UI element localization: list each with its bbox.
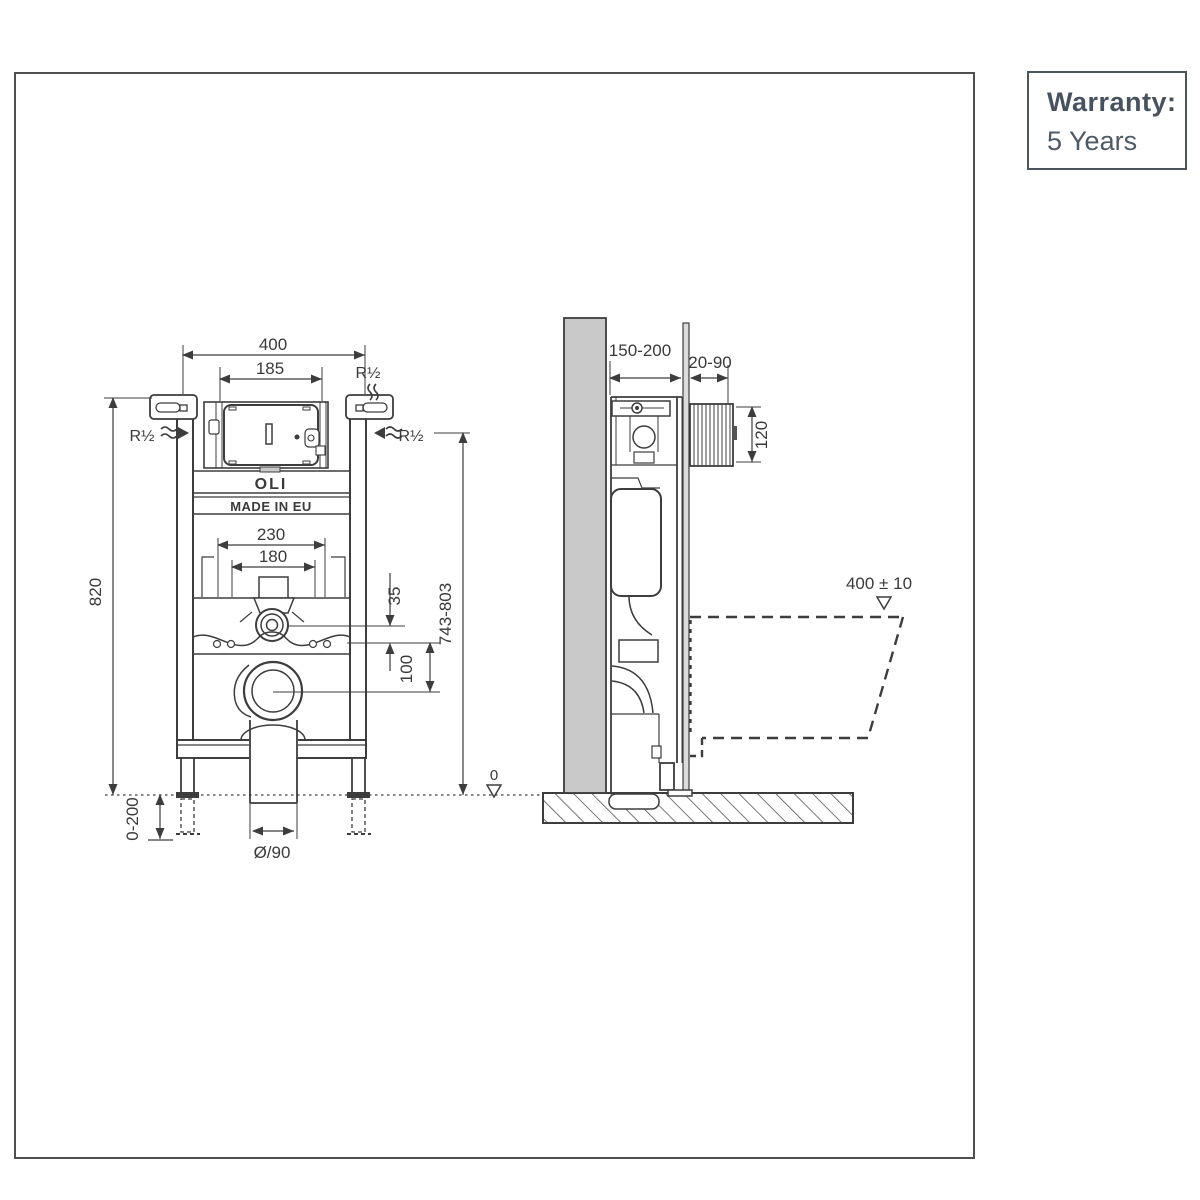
flush-bend bbox=[611, 665, 654, 714]
supply-top-label: R½ bbox=[356, 365, 381, 382]
waste-outlet-side bbox=[608, 793, 660, 810]
finished-wall-board bbox=[682, 322, 690, 792]
front-view: OLI MADE IN EU bbox=[86, 335, 543, 862]
dim-150-200-label: 150-200 bbox=[609, 341, 671, 360]
dimension-frame-depth: 150-200 bbox=[609, 341, 681, 395]
plate-dot bbox=[294, 434, 300, 440]
floor-datum: 0 bbox=[485, 767, 503, 799]
plate-slot bbox=[265, 423, 273, 445]
arrow-right-icon bbox=[178, 427, 189, 439]
dim-35-label: 35 bbox=[385, 587, 404, 606]
dim-185-label: 185 bbox=[256, 359, 284, 378]
dimension-foot-adjust: 0-200 bbox=[123, 794, 173, 841]
dimension-wall-finish: 20-90 bbox=[688, 353, 732, 403]
dimension-plate-box-height: 120 bbox=[736, 406, 771, 463]
warranty-label: Warranty: bbox=[1047, 87, 1177, 117]
dimension-plate-width: 185 bbox=[219, 359, 323, 401]
water-supply-left: R½ bbox=[130, 426, 189, 445]
water-supply-right: R½ bbox=[374, 426, 424, 445]
floor-slab bbox=[542, 792, 854, 824]
dimension-outlet-diameter: Ø/90 bbox=[249, 803, 298, 862]
fill-valve bbox=[632, 425, 656, 449]
side-view: 150-200 20-90 120 400 ± 10 bbox=[542, 317, 912, 824]
flush-plate-access-box bbox=[203, 401, 329, 473]
frame-side-profile bbox=[608, 396, 693, 810]
waste-pipe bbox=[249, 720, 298, 804]
arrow-left-icon bbox=[374, 427, 385, 439]
rear-foot bbox=[659, 762, 675, 791]
dimension-fixing-outer: 230 bbox=[217, 525, 326, 597]
technical-drawing: OLI MADE IN EU bbox=[86, 317, 912, 862]
water-supply-top: R½ bbox=[356, 365, 381, 401]
supply-right-label: R½ bbox=[399, 428, 424, 445]
cistern-outline bbox=[201, 556, 346, 597]
dimension-flush-pipe-height: 743-803 bbox=[434, 432, 470, 795]
datum-triangle-icon bbox=[875, 596, 893, 611]
dimension-outlet-offset: 100 bbox=[273, 642, 440, 693]
warranty-box: Warranty: 5 Years bbox=[1027, 71, 1187, 170]
drawing-panel: OLI MADE IN EU bbox=[14, 72, 975, 1159]
made-in-label: MADE IN EU bbox=[230, 499, 312, 514]
supply-left-label: R½ bbox=[130, 428, 155, 445]
dim-20-90-label: 20-90 bbox=[688, 353, 731, 372]
dim-230-label: 230 bbox=[257, 525, 285, 544]
datum-triangle-icon bbox=[485, 784, 503, 799]
water-flow-icon bbox=[367, 383, 379, 401]
dimension-fixing-inner: 180 bbox=[231, 547, 316, 597]
waste-outlet bbox=[233, 660, 306, 804]
fixing-bracket-band bbox=[192, 631, 351, 655]
dim-400-10-label: 400 ± 10 bbox=[846, 574, 912, 593]
water-flow-icon bbox=[160, 426, 178, 439]
brand-label: OLI bbox=[255, 476, 288, 493]
adjustable-feet bbox=[176, 757, 371, 835]
cistern-tank bbox=[610, 488, 662, 597]
wall-bracket-left bbox=[149, 394, 198, 420]
structural-wall bbox=[563, 317, 607, 794]
warranty-value: 5 Years bbox=[1047, 126, 1138, 156]
flush-plate-housing bbox=[689, 403, 737, 467]
dimension-overall-width: 400 bbox=[182, 335, 366, 394]
dim-820-label: 820 bbox=[86, 578, 105, 606]
dim-100-label: 100 bbox=[397, 655, 416, 683]
dim-180-label: 180 bbox=[259, 547, 287, 566]
dimension-flush-offset: 35 bbox=[288, 573, 440, 671]
wall-bracket-right bbox=[345, 394, 394, 420]
dim-0-200-label: 0-200 bbox=[123, 797, 142, 840]
water-flow-icon bbox=[385, 426, 403, 439]
dim-o90-label: Ø/90 bbox=[254, 843, 291, 862]
wall-hung-pan-outline bbox=[689, 615, 905, 758]
dim-120-label: 120 bbox=[752, 421, 771, 449]
dim-400-label: 400 bbox=[259, 335, 287, 354]
dim-743-803-label: 743-803 bbox=[436, 583, 455, 645]
datum-0-label: 0 bbox=[490, 767, 498, 784]
dimension-frame-height: 820 bbox=[86, 397, 152, 795]
pan-height-datum: 400 ± 10 bbox=[846, 574, 912, 611]
